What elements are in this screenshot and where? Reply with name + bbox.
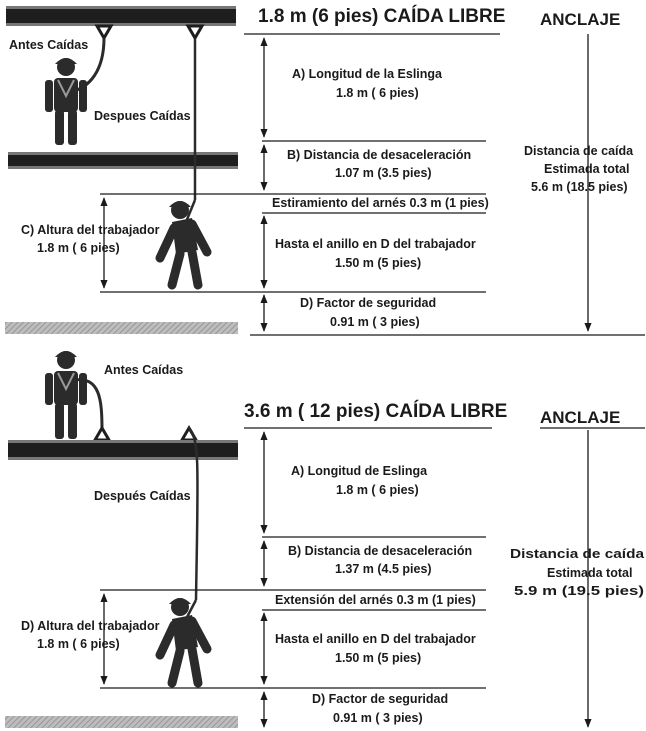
- lanyard-length-value: 1.8 m ( 6 pies): [336, 86, 419, 100]
- worker-after-fall-icon: [155, 199, 212, 290]
- safety-factor-value: 0.91 m ( 3 pies): [333, 711, 423, 725]
- total-distance-value: 5.6 m (18.5 pies): [531, 180, 628, 194]
- worker-height-label: C) Altura del trabajador: [21, 223, 160, 237]
- panel-1: Antes Caídas Despues Caídas: [5, 5, 645, 336]
- harness-stretch-label: Estiramiento del arnés 0.3 m (1 pies): [272, 196, 489, 210]
- ground-hatch: [5, 322, 238, 334]
- deceleration-label: B) Distancia de desaceleración: [288, 544, 472, 558]
- before-fall-label: Antes Caídas: [104, 363, 183, 377]
- anchor-beam: [8, 440, 238, 460]
- lanyard-length-value: 1.8 m ( 6 pies): [336, 483, 419, 497]
- anchor-ring-icon: [185, 24, 205, 41]
- worker-height-value: 1.8 m ( 6 pies): [37, 637, 120, 651]
- anchor-beam: [6, 6, 236, 26]
- after-fall-label: Despues Caídas: [94, 109, 191, 123]
- anchor-label: ANCLAJE: [540, 408, 620, 427]
- total-distance-label: Distancia de caída: [524, 144, 634, 158]
- total-distance-value: 5.9 m (19.5 pies): [514, 584, 644, 598]
- total-distance-label-2: Estimada total: [547, 566, 632, 580]
- lanyard-length-label: A) Longitud de Eslinga: [291, 464, 428, 478]
- panel-2: Antes Caídas Después Caídas: [5, 351, 645, 728]
- lanyard-length-label: A) Longitud de la Eslinga: [292, 67, 443, 81]
- d-ring-label: Hasta el anillo en D del trabajador: [275, 632, 476, 646]
- panel-2-title: 3.6 m ( 12 pies) CAÍDA LIBRE: [244, 400, 507, 422]
- after-fall-label: Después Caídas: [94, 489, 191, 503]
- deceleration-value: 1.07 m (3.5 pies): [335, 166, 432, 180]
- safety-factor-label: D) Factor de seguridad: [312, 692, 448, 706]
- d-ring-value: 1.50 m (5 pies): [335, 651, 421, 665]
- before-fall-label: Antes Caídas: [9, 38, 88, 52]
- worker-after-fall-icon: [155, 598, 212, 688]
- anchor-ring-icon: [92, 425, 112, 442]
- safety-factor-value: 0.91 m ( 3 pies): [330, 315, 420, 329]
- worker-before-icon: [45, 351, 87, 439]
- anchor-ring-icon: [94, 24, 114, 41]
- deceleration-value: 1.37 m (4.5 pies): [335, 562, 432, 576]
- lanyard-before: [73, 378, 104, 431]
- worker-height-value: 1.8 m ( 6 pies): [37, 241, 120, 255]
- safety-factor-label: D) Factor de seguridad: [300, 296, 436, 310]
- lanyard-after: [188, 427, 199, 601]
- harness-extension-label: Extensión del arnés 0.3 m (1 pies): [275, 593, 476, 607]
- total-distance-label-2: Estimada total: [544, 162, 629, 176]
- worker-height-label: D) Altura del trabajador: [21, 619, 160, 633]
- d-ring-label: Hasta el anillo en D del trabajador: [275, 237, 476, 251]
- working-level-beam: [8, 152, 238, 169]
- anchor-label: ANCLAJE: [540, 10, 620, 29]
- worker-before-icon: [45, 58, 87, 145]
- deceleration-label: B) Distancia de desaceleración: [287, 148, 471, 162]
- total-distance-label: Distancia de caída: [510, 547, 645, 561]
- d-ring-value: 1.50 m (5 pies): [335, 256, 421, 270]
- panel-1-title: 1.8 m (6 pies) CAÍDA LIBRE: [258, 5, 505, 27]
- ground-hatch: [5, 716, 238, 728]
